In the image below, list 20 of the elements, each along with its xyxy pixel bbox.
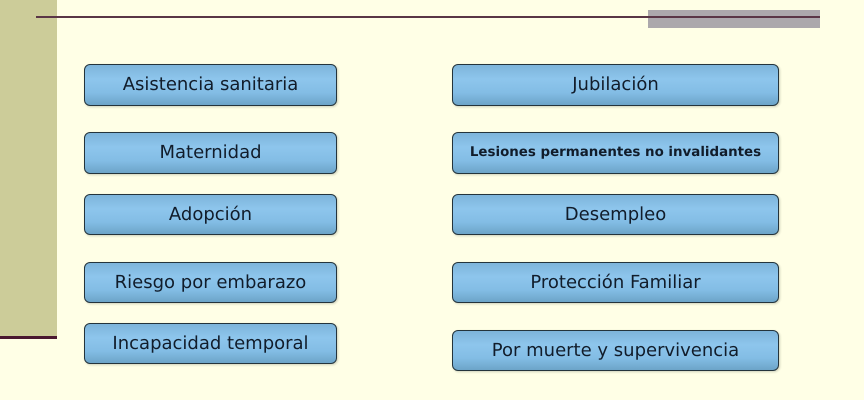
category-label: Protección Familiar <box>530 272 701 294</box>
category-box <box>84 194 337 235</box>
category-box <box>452 132 779 174</box>
category-label: Riesgo por embarazo <box>114 272 306 294</box>
category-box <box>84 64 337 106</box>
category-label: Adopción <box>168 204 252 226</box>
category-box <box>452 262 779 303</box>
category-label: Por muerte y supervivencia <box>492 340 740 362</box>
category-box <box>84 262 337 303</box>
category-label: Jubilación <box>572 74 659 96</box>
category-box <box>452 64 779 106</box>
category-label: Desempleo <box>564 204 666 226</box>
category-box <box>452 330 779 371</box>
category-box <box>452 194 779 235</box>
category-box <box>84 323 337 364</box>
category-box <box>84 132 337 174</box>
category-label: Lesiones permanentes no invalidantes <box>470 144 762 162</box>
category-label: Asistencia sanitaria <box>122 74 298 96</box>
category-label: Incapacidad temporal <box>112 332 309 354</box>
category-label: Maternidad <box>159 142 262 164</box>
